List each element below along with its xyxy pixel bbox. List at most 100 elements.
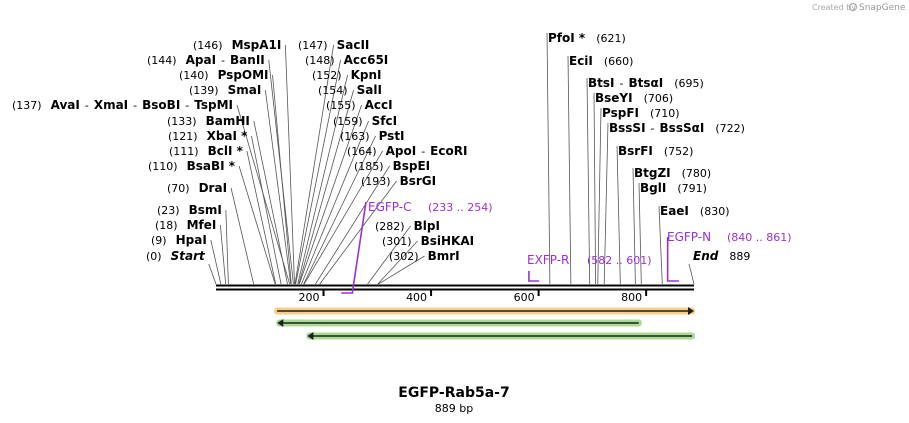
site-bcli[interactable]: (111)BclI * [169, 144, 244, 158]
site-apai[interactable]: (144)ApaI-BanII [147, 53, 265, 67]
site-connector [638, 182, 642, 285]
site-hpai[interactable]: (9)HpaI [151, 233, 207, 247]
site-bsihkai[interactable]: (301)BsiHKAI [382, 234, 474, 248]
site-connector [688, 263, 695, 285]
site-apoi[interactable]: (164)ApoI-EcoRI [347, 144, 467, 158]
site-position: (0) [146, 250, 162, 263]
site-name: PspOMI [218, 68, 269, 82]
feature-arrow-3[interactable] [306, 332, 695, 340]
site-btgzi[interactable]: BtgZI(780) [634, 166, 711, 180]
site-ecii[interactable]: EciI(660) [569, 54, 633, 68]
site-mspa1i[interactable]: (146)MspA1I [193, 38, 281, 52]
site-name: BsrFI [618, 144, 653, 158]
site-acci[interactable]: (155)AccI [326, 98, 393, 112]
site-smai[interactable]: (139)SmaI [189, 83, 261, 97]
site-kpni[interactable]: (152) KpnI [312, 68, 382, 82]
site-position: (154) [318, 84, 348, 97]
site-labels: (0)Start(9)HpaI(18)MfeI(23)BsmI(70)DraI(… [12, 31, 750, 263]
site-connector-lines [208, 32, 695, 285]
site-bamhi[interactable]: (133)BamHI [167, 114, 250, 128]
site-start[interactable]: (0)Start [146, 249, 206, 263]
site-position: (110) [148, 160, 178, 173]
site-position: (722) [715, 122, 745, 135]
site-psti[interactable]: (163)PstI [340, 129, 405, 143]
site-connector [377, 240, 418, 285]
map-title: EGFP-Rab5a-7 [398, 385, 509, 401]
site-position: (159) [333, 115, 363, 128]
feature-arrow-2[interactable] [276, 319, 642, 327]
site-avai[interactable]: (137)AvaI-XmaI-BsoBI-TspMI [12, 98, 233, 112]
site-name: BglI [640, 181, 666, 195]
site-pspomi[interactable]: (140)PspOMI [179, 68, 269, 82]
site-position: (155) [326, 99, 356, 112]
site-position: (23) [157, 204, 180, 217]
site-connector [219, 224, 227, 285]
site-bsabi[interactable]: (110)BsaBI * [148, 159, 236, 173]
site-sali[interactable]: (154) SalI [318, 83, 382, 97]
site-bsrfi[interactable]: BsrFI (752) [618, 144, 693, 158]
site-name: BssSI [609, 121, 646, 135]
site-position: (752) [664, 145, 694, 158]
site-sacii[interactable]: (147)SacII [298, 38, 369, 52]
site-position: (282) [375, 220, 405, 233]
site-pspfi[interactable]: PspFI(710) [602, 106, 680, 120]
site-btsi[interactable]: BtsI-BtsαI(695) [588, 76, 704, 90]
site-position: (185) [354, 160, 384, 173]
primer-egfp-n[interactable]: EGFP-N(840 .. 861) [666, 230, 792, 282]
site-position: (133) [167, 115, 197, 128]
site-bsrgi[interactable]: (193)BsrGI [361, 174, 436, 188]
feature-arrow-1[interactable] [274, 307, 695, 315]
site-bseyi[interactable]: BseYI(706) [595, 91, 673, 105]
site-position: (152) [312, 69, 342, 82]
site-connector [303, 150, 383, 285]
site-mfei[interactable]: (18)MfeI [155, 218, 216, 232]
site-position: (148) [305, 54, 335, 67]
site-separator: - [421, 145, 425, 158]
site-acc65i[interactable]: (148)Acc65I [305, 53, 388, 67]
site-connector [238, 165, 276, 285]
site-connector [603, 122, 609, 285]
site-name: SalI [357, 83, 382, 97]
site-blpi[interactable]: (282)BlpI [375, 219, 440, 233]
primer-range: (233 .. 254) [428, 201, 493, 214]
ruler-tick-label: 400 [406, 291, 427, 304]
site-connector [658, 205, 663, 285]
site-position: (695) [674, 77, 704, 90]
site-xbai[interactable]: (121) XbaI * [168, 129, 248, 143]
credit-brand[interactable]: SnapGene [859, 3, 906, 13]
site-position: (121) [168, 130, 198, 143]
ruler-tick-label: 200 [299, 291, 320, 304]
site-bsssi[interactable]: BssSI-BssSαI(722) [609, 121, 745, 135]
arrow-head-left-icon [307, 332, 314, 340]
site-connector [546, 32, 551, 285]
primer-exfp-r[interactable]: EXFP-R(582 .. 601) [527, 253, 652, 282]
site-drai[interactable]: (70) DraI [167, 181, 227, 195]
site-position: (70) [167, 182, 190, 195]
site-bgli[interactable]: BglI(791) [640, 181, 707, 195]
site-pfoi[interactable]: PfoI *(621) [548, 31, 626, 45]
site-eaei[interactable]: EaeI(830) [660, 204, 730, 218]
site-name: DraI [199, 181, 227, 195]
primer-annotations: EGFP-C(233 .. 254) EXFP-R(582 .. 601) EGFP… [341, 200, 792, 294]
site-name: XbaI * [207, 129, 249, 143]
site-connector [378, 255, 425, 285]
site-bspei[interactable]: (185)BspEI [354, 159, 430, 173]
site-separator: - [85, 99, 89, 112]
site-name: XmaI [94, 98, 128, 112]
site-position: (660) [604, 55, 634, 68]
primer-range: (582 .. 601) [587, 254, 652, 267]
site-connector [294, 44, 334, 285]
site-sfci[interactable]: (159)SfcI [333, 114, 397, 128]
site-position: (164) [347, 145, 377, 158]
ruler-tick-label: 600 [514, 291, 535, 304]
site-name: HpaI [176, 233, 207, 247]
site-bsmi[interactable]: (23)BsmI [157, 203, 222, 217]
site-connector [319, 180, 397, 285]
site-name: KpnI [351, 68, 382, 82]
site-connector [303, 135, 376, 285]
site-bmri[interactable]: (302)BmrI [389, 249, 460, 263]
site-connector [210, 239, 222, 285]
primer-egfp-c[interactable]: EGFP-C(233 .. 254) [341, 200, 493, 294]
